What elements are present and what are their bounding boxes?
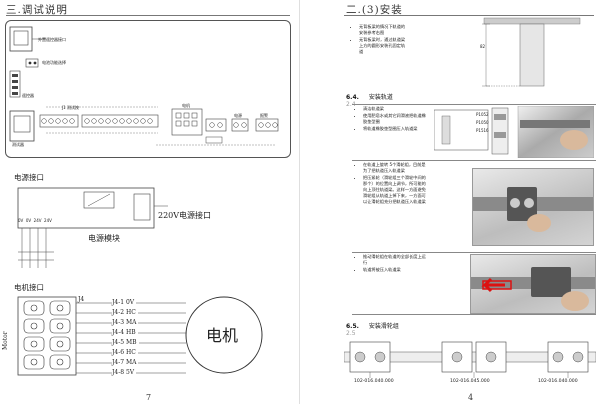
push-photo-drawing — [471, 267, 595, 311]
part-number-3: 102-016.040.000 — [538, 379, 578, 384]
section-6-4-title: 安装轨道 — [368, 94, 393, 101]
part-number-1: 102-016.040.000 — [354, 379, 394, 384]
step2-top-rule — [352, 160, 596, 161]
power-module-drawing — [17, 187, 168, 268]
motor-pin-row: J4-5 MB — [112, 339, 139, 346]
power-module-label: 电源模块 — [88, 234, 120, 243]
part-p1516: P1516 — [476, 128, 489, 133]
step1-top-rule — [352, 104, 596, 105]
terminal-0v-b: 0V — [25, 218, 32, 223]
terminal-24v-b: 24V — [44, 218, 52, 223]
alarm-conn-label: 报警 — [260, 113, 268, 118]
step-2-b: 把压紧轮（滑轮组三个滑轮中间的那个）的位置向上调节，所可能的向上顶住轨道梁。这样… — [363, 175, 428, 205]
step-1-a: 清洁轨道梁 — [363, 106, 428, 112]
left-page-number: 7 — [146, 393, 152, 402]
part-number-2: 102-016.045.000 — [450, 379, 490, 384]
ac-interface-label: 220V电源接口 — [158, 211, 212, 220]
step-2-text: 在轨道上旋转 5个滑轮组，目前是为了把轨道压入轨道梁 把压紧轮（滑轮组三个滑轮中… — [356, 162, 428, 206]
motor-pin-row: J4-3 MA — [112, 319, 139, 326]
tester-port-label: 测试器 — [12, 142, 24, 147]
right-section-title: 二.(3)安装 — [346, 4, 403, 16]
motor-pin-row: J4-2 HC — [112, 309, 138, 316]
step-2-a: 在轨道上旋转 5个滑轮组，目前是为了把轨道压入轨道梁 — [363, 162, 428, 174]
step3-top-rule — [352, 252, 596, 253]
motor-conn-label: 电机 — [182, 103, 190, 108]
part-p1052: P1052 — [476, 112, 489, 117]
dimension-label: 82 — [480, 44, 486, 49]
battery-select-label: 电池功能选择 — [42, 60, 66, 65]
power-interface-label: 电源接口 — [14, 173, 44, 182]
left-section-title: 三.调试说明 — [6, 4, 68, 16]
j1-label: J1 测试按 — [62, 105, 79, 110]
terminal-0v-a: 0V — [18, 218, 24, 223]
section-6-4-heading: 6.4. 安装轨道 — [346, 92, 393, 101]
title-rule — [6, 15, 290, 16]
section-2-4-label: 2.4 — [346, 101, 356, 108]
right-page-number: 4 — [468, 393, 474, 402]
control-board-diagram: 外置遥控器接口 电池功能选择 遥控器 测试器 J1 测试按 电机 电源 报警 — [5, 20, 291, 158]
section-6-5-number: 6.5. — [346, 323, 359, 330]
motor-pin-row: J4-7 MA — [112, 359, 139, 366]
rail-profile-photo — [434, 106, 594, 158]
power-conn-label: 电源 — [234, 113, 242, 118]
push-roller-photo — [470, 254, 596, 314]
section-2-5-label: 2.5 — [346, 330, 356, 337]
j4-connector-label: J4 — [78, 296, 85, 303]
board-drawing — [9, 26, 279, 146]
motor-pin-row: J4-6 HC — [112, 349, 138, 356]
motor-wiring-drawing — [17, 296, 263, 376]
section-6-5-title: 安装滑轮组 — [368, 323, 399, 330]
motor-pin-row: J4-1 0V — [112, 299, 137, 306]
terminal-labels: 0V 0V 24V 24V — [18, 218, 52, 223]
motor-pin-row: J4-8 5V — [112, 369, 137, 376]
rail-profile-drawing — [434, 106, 594, 158]
left-page: 三.调试说明 — [2, 4, 291, 402]
step3-bottom-rule — [352, 314, 596, 315]
note-1: 无背板梁的情况下轨道的安装参考右图 — [359, 24, 408, 36]
motor-interface-label: 电机接口 — [14, 283, 44, 292]
roller-photo-drawing — [473, 187, 593, 232]
remote-label: 遥控器 — [22, 93, 34, 98]
motor-label: 电机 — [206, 326, 239, 345]
terminal-24v-a: 24V — [33, 218, 42, 223]
remote-interface-label: 外置遥控器接口 — [38, 37, 66, 42]
note-2: 无背板梁时，通过轨道梁上方的圆形安装孔固定轨道 — [359, 37, 408, 55]
motor-side-label: Motor — [2, 331, 9, 350]
right-title-rule — [344, 15, 594, 16]
right-page: 二.(3)安装 无背板梁的情况下轨道的安装参考右图 无背板梁时，通过轨道梁上方的… — [300, 0, 600, 404]
roller-install-photo — [472, 168, 594, 246]
rail-dimension-drawing — [482, 17, 581, 87]
step-3-a: 推动滑轮组在轨道的全部长度上运行 — [363, 254, 428, 266]
step-1-b: 使用肥皂水或其它润滑液把轨道橡胶垫型圈 — [363, 113, 428, 125]
part-p1050: P1050 — [476, 120, 489, 125]
motor-pin-row: J4-4 HB — [112, 329, 138, 336]
roller-assembly-drawing — [344, 341, 596, 378]
step-1-c: 将轨道橡胶垫型圈压入轨道梁 — [363, 126, 428, 132]
section-6-5-heading: 6.5. 安装滑轮组 — [346, 321, 399, 330]
section-6-4-number: 6.4. — [346, 94, 359, 101]
step-3-text: 推动滑轮组在轨道的全部长度上运行 轨道将被压入轨道梁 — [356, 254, 428, 274]
step-1-text: 清洁轨道梁 使用肥皂水或其它润滑液把轨道橡胶垫型圈 将轨道橡胶垫型圈压入轨道梁 — [356, 106, 428, 133]
top-notes: 无背板梁的情况下轨道的安装参考右图 无背板梁时，通过轨道梁上方的圆形安装孔固定轨… — [352, 24, 408, 56]
step-3-b: 轨道将被压入轨道梁 — [363, 267, 428, 273]
